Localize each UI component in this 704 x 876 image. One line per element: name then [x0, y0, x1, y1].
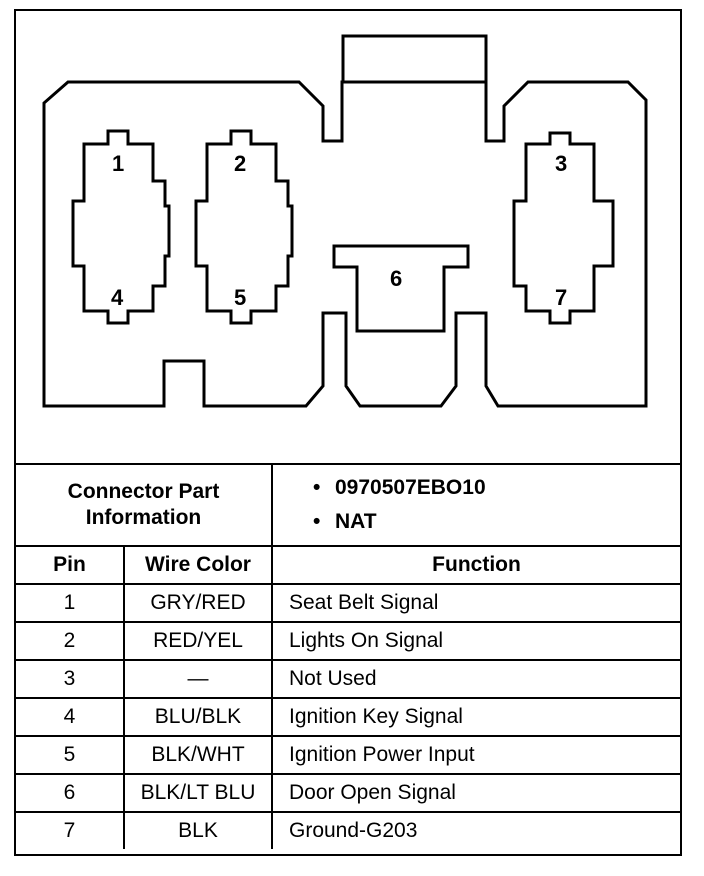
cell-wire-color: BLK/LT BLU [123, 773, 273, 813]
connector-frame: 1 2 3 4 5 6 7 Connector Part Information… [14, 9, 682, 856]
info-label-line1: Connector Part [67, 480, 220, 503]
cell-function: Not Used [271, 659, 680, 699]
cell-pin: 2 [16, 621, 125, 661]
info-item: •NAT [313, 505, 680, 539]
bullet-icon: • [313, 510, 321, 533]
pin-label-1: 1 [112, 151, 124, 176]
pin-label-3: 3 [555, 151, 567, 176]
connector-face-svg: 1 2 3 4 5 6 7 [42, 34, 648, 408]
connector-info-label: Connector Part Information [16, 463, 273, 547]
pin-label-4: 4 [111, 285, 124, 310]
cell-function: Seat Belt Signal [271, 583, 680, 623]
cavity-2-5 [194, 129, 294, 325]
table-header-row: Pin Wire Color Function [16, 545, 680, 585]
pin-label-5: 5 [234, 285, 246, 310]
pin-label-6: 6 [390, 266, 402, 291]
connector-table: Connector Part Information •0970507EBO10… [16, 463, 680, 849]
table-row: 2 RED/YEL Lights On Signal [16, 621, 680, 661]
connector-info-list: •0970507EBO10 •NAT [271, 463, 680, 547]
connector-outline [42, 80, 648, 408]
cavity-6 [332, 244, 470, 333]
cavity-1-4 [71, 129, 171, 325]
cell-wire-color: BLK [123, 811, 273, 849]
info-label-line2: Information [85, 506, 202, 529]
cell-pin: 1 [16, 583, 125, 623]
bullet-icon: • [313, 476, 321, 499]
cell-function: Lights On Signal [271, 621, 680, 661]
cell-pin: 6 [16, 773, 125, 813]
cell-pin: 4 [16, 697, 125, 737]
table-row: 5 BLK/WHT Ignition Power Input [16, 735, 680, 775]
connector-info-row: Connector Part Information •0970507EBO10… [16, 463, 680, 547]
cell-function: Ignition Power Input [271, 735, 680, 775]
connector-diagram: 1 2 3 4 5 6 7 [16, 11, 680, 463]
cavity-3-7 [512, 131, 615, 325]
cell-wire-color: BLU/BLK [123, 697, 273, 737]
cell-pin: 3 [16, 659, 125, 699]
table-row: 1 GRY/RED Seat Belt Signal [16, 583, 680, 623]
cell-wire-color: — [123, 659, 273, 699]
pin-label-2: 2 [234, 151, 246, 176]
table-row: 3 — Not Used [16, 659, 680, 699]
cell-wire-color: BLK/WHT [123, 735, 273, 775]
table-row: 7 BLK Ground-G203 [16, 811, 680, 849]
header-wire-color: Wire Color [123, 545, 273, 585]
table-row: 6 BLK/LT BLU Door Open Signal [16, 773, 680, 813]
cell-pin: 7 [16, 811, 125, 849]
header-pin: Pin [16, 545, 125, 585]
info-item: •0970507EBO10 [313, 471, 680, 505]
cell-wire-color: RED/YEL [123, 621, 273, 661]
cell-function: Ground-G203 [271, 811, 680, 849]
connector-latch [341, 34, 488, 84]
pin-label-7: 7 [555, 285, 567, 310]
cell-function: Door Open Signal [271, 773, 680, 813]
cell-function: Ignition Key Signal [271, 697, 680, 737]
cell-pin: 5 [16, 735, 125, 775]
header-function: Function [271, 545, 680, 585]
table-row: 4 BLU/BLK Ignition Key Signal [16, 697, 680, 737]
cell-wire-color: GRY/RED [123, 583, 273, 623]
